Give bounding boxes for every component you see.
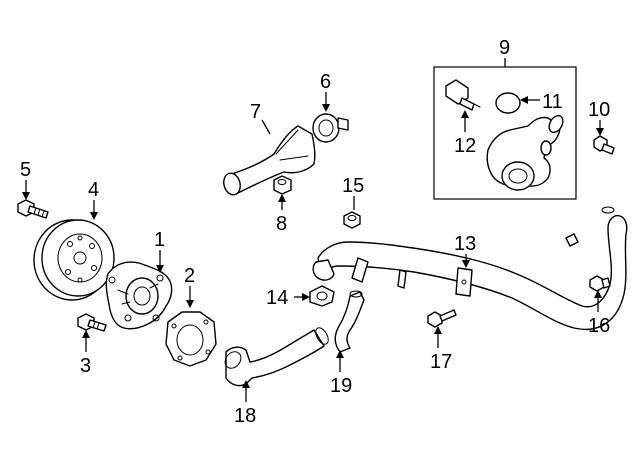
callout-9: 9 xyxy=(499,37,510,59)
callout-7: 7 xyxy=(250,101,261,123)
callout-2: 2 xyxy=(184,265,195,287)
callout-8: 8 xyxy=(276,213,287,235)
gasket-icon xyxy=(309,285,335,307)
callout-13: 13 xyxy=(454,233,476,255)
leader-lines xyxy=(22,58,604,402)
callout-10: 10 xyxy=(588,99,610,121)
o-ring-icon xyxy=(495,92,521,114)
callout-16: 16 xyxy=(588,315,610,337)
bolt-icon xyxy=(17,199,49,219)
nut-icon xyxy=(343,211,361,229)
hose-icon xyxy=(334,290,365,353)
callout-14: 14 xyxy=(266,287,288,309)
hose-icon xyxy=(224,327,329,387)
thermostat-housing-assembly-icon xyxy=(486,114,564,191)
callout-11: 11 xyxy=(542,91,563,113)
bolt-icon xyxy=(589,275,611,292)
outlet-housing-icon xyxy=(223,125,316,196)
water-pump-icon xyxy=(105,261,173,330)
callout-3: 3 xyxy=(80,355,91,377)
bolt-icon xyxy=(77,313,107,332)
callout-15: 15 xyxy=(342,175,364,197)
callout-19: 19 xyxy=(330,375,352,397)
callout-4: 4 xyxy=(88,179,99,201)
callout-5: 5 xyxy=(20,159,31,181)
callout-17: 17 xyxy=(430,351,452,373)
pulley-icon xyxy=(33,219,115,301)
callout-12: 12 xyxy=(454,135,476,157)
thermostat-icon xyxy=(312,113,349,143)
callout-6: 6 xyxy=(320,71,331,93)
callout-1: 1 xyxy=(154,229,165,251)
bolt-icon xyxy=(593,135,615,155)
callout-18: 18 xyxy=(234,405,256,427)
coolant-pipe-icon xyxy=(312,206,628,330)
bolt-icon xyxy=(427,309,457,328)
temperature-sensor-icon xyxy=(445,79,481,111)
nut-icon xyxy=(273,175,292,195)
gasket-icon xyxy=(165,311,217,367)
